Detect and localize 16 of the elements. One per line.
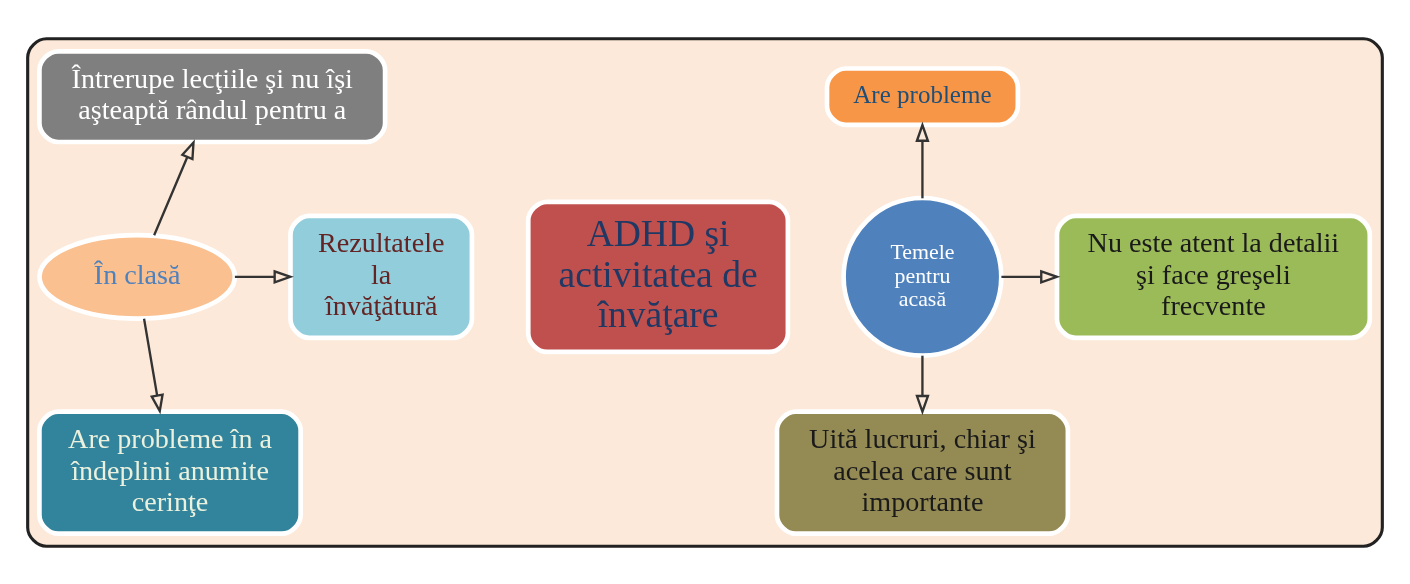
node-ellipse: În clasă bbox=[37, 232, 238, 321]
node-box: Rezultatele la învăţătură bbox=[288, 213, 475, 340]
node-circle: Temele pentru acasă bbox=[841, 195, 1004, 358]
arrow bbox=[915, 121, 930, 198]
node-box: Are probleme în a îndeplini anumite cerinţe bbox=[37, 408, 303, 536]
node-box: Are probleme bbox=[824, 65, 1021, 127]
arrow bbox=[153, 138, 195, 236]
arrow bbox=[234, 269, 294, 284]
node-box: ADHD şi activitatea de învăţare bbox=[525, 198, 791, 354]
arrow bbox=[1001, 269, 1061, 284]
node-box: Întrerupe lecţiile şi nu îşi aşteaptă rândul pentru a bbox=[37, 48, 388, 144]
arrow bbox=[142, 318, 164, 415]
cluster bbox=[26, 36, 1384, 548]
arrow bbox=[915, 355, 930, 415]
node-box: Uită lucruri, chiar şi acelea care sunt importante bbox=[774, 408, 1071, 536]
node-box: Nu este atent la detalii şi face greşeli frecvente bbox=[1054, 213, 1373, 340]
